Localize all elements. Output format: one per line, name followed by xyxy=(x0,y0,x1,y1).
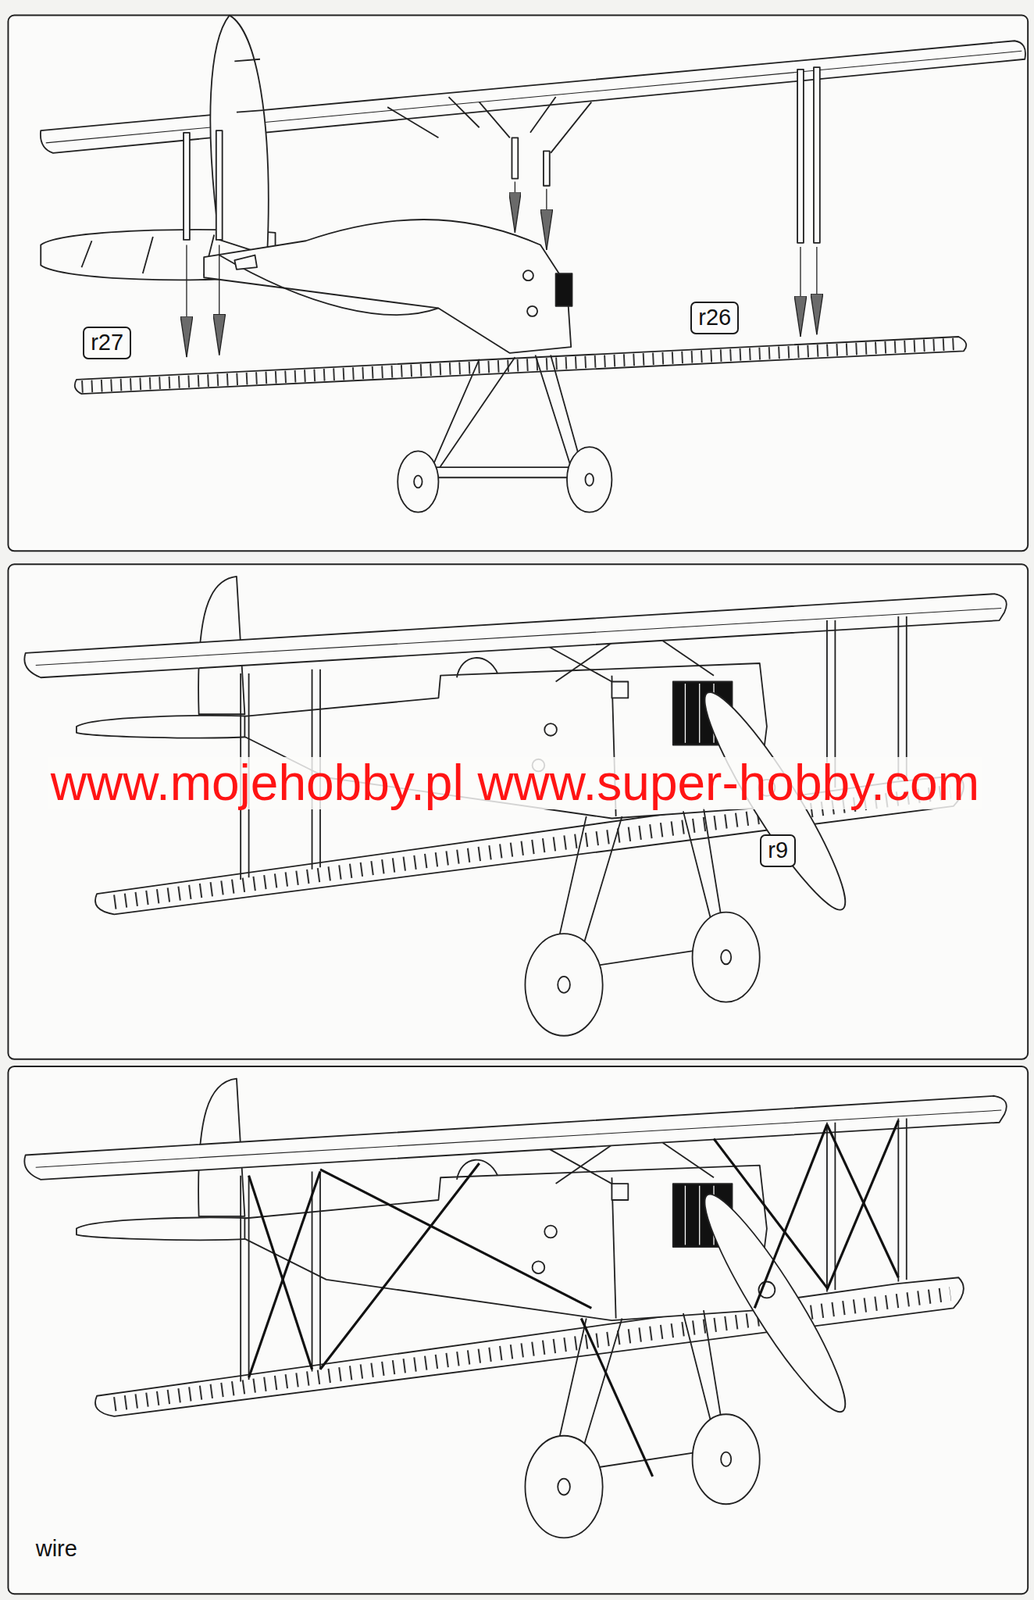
biplane-view xyxy=(24,576,1006,1036)
callout-number: r26 xyxy=(698,305,731,331)
callout-box: r9 xyxy=(759,834,796,867)
wire-note: wire xyxy=(35,1536,78,1560)
watermark: www.mojehobby.pl www.super-hobby.com xyxy=(47,756,983,810)
panel-frame xyxy=(7,563,1028,1059)
callout-box: r26 xyxy=(690,301,739,335)
panel-frame xyxy=(7,15,1028,552)
panel-frame xyxy=(7,1066,1028,1594)
callout-box: r27 xyxy=(82,326,132,360)
callout-number: r9 xyxy=(767,837,788,863)
assembly-arrow xyxy=(186,181,817,357)
rigging-wire xyxy=(249,1119,899,1477)
biplane-exploded xyxy=(40,15,1026,513)
callout-number: r27 xyxy=(90,330,124,356)
biplane-rigged xyxy=(24,1078,1006,1538)
